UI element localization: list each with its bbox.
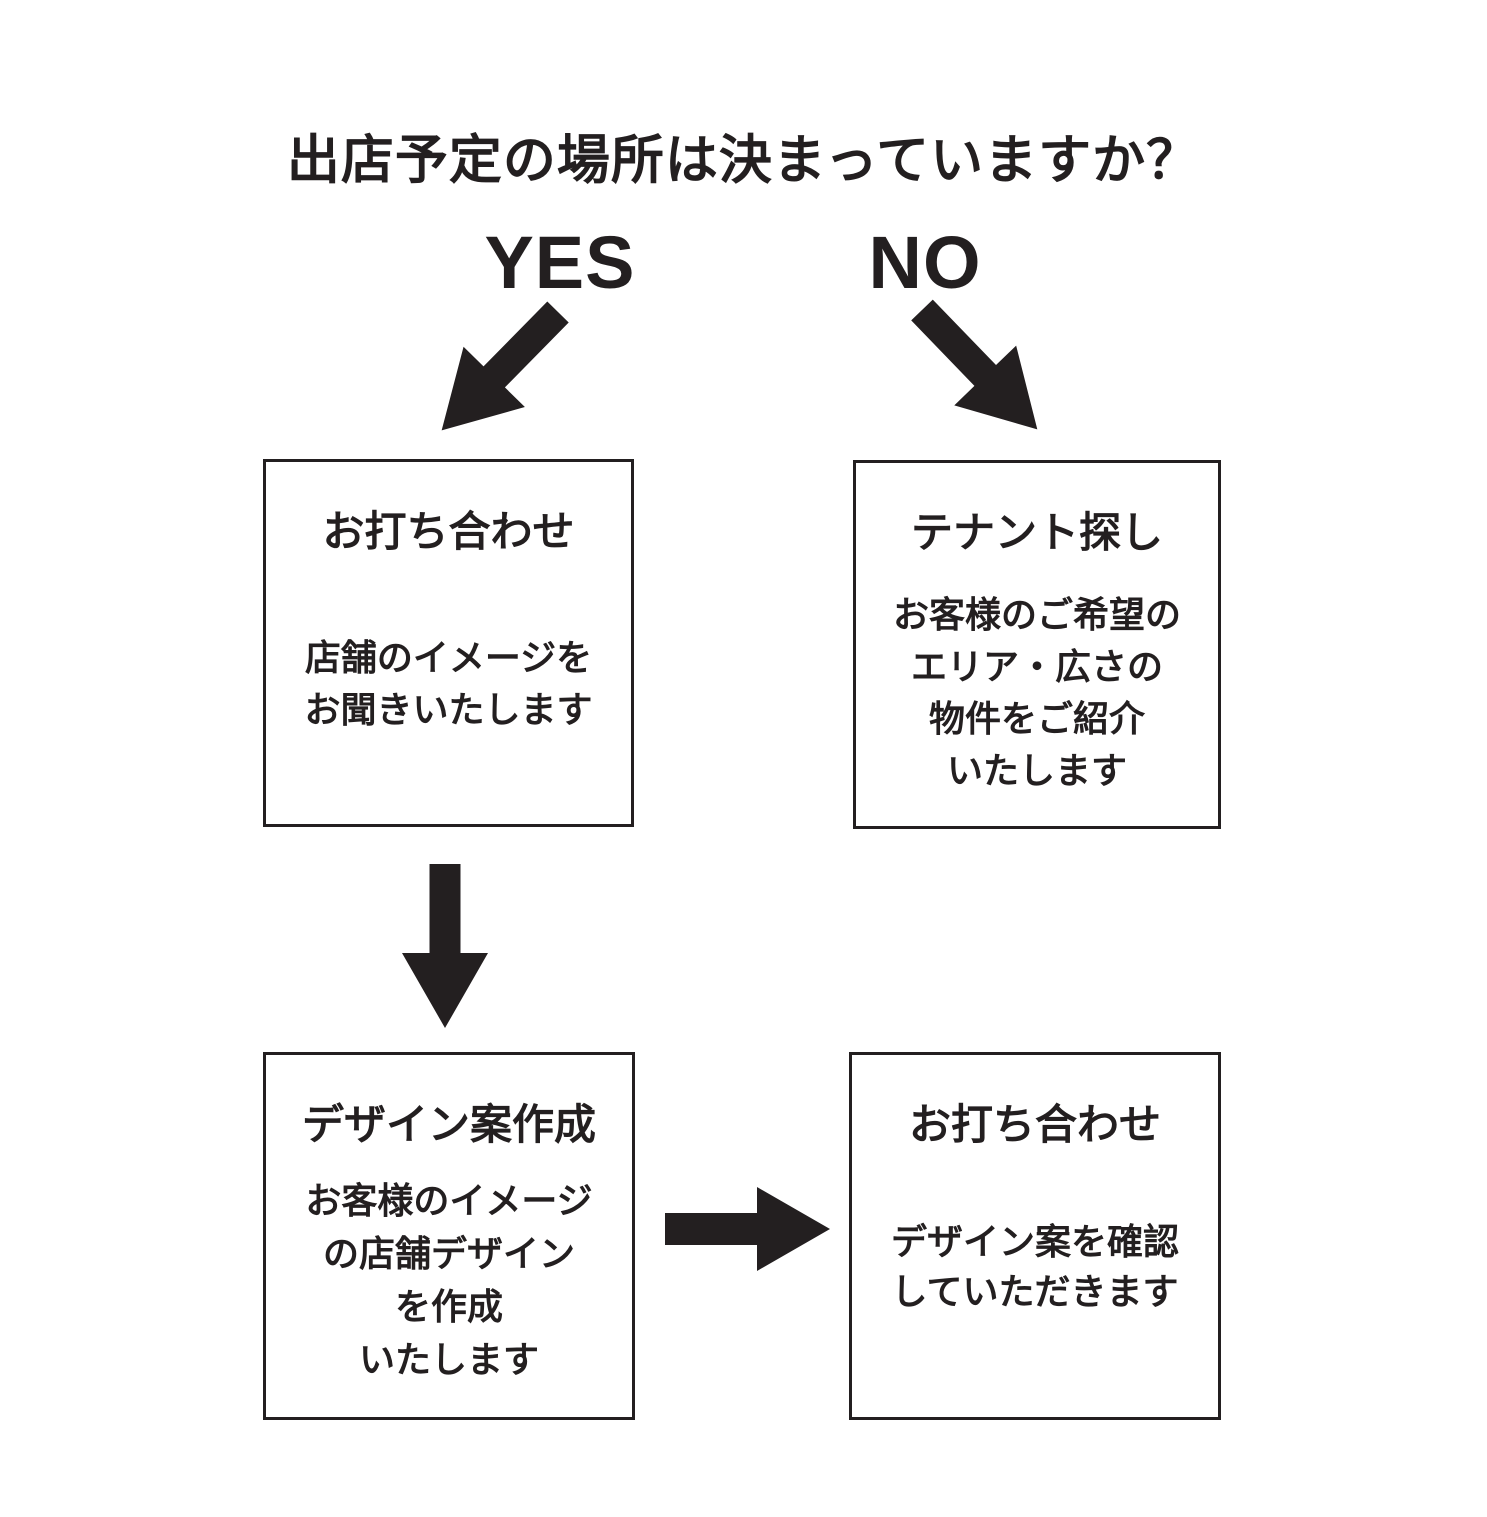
right-arrow-icon xyxy=(665,1187,830,1271)
down-arrow-shape xyxy=(402,864,488,1028)
box-title: お打ち合わせ xyxy=(322,508,575,555)
box-title: デザイン案作成 xyxy=(301,1101,596,1148)
body-line: お客様のイメージ xyxy=(305,1180,593,1221)
body-line: の店舗デザイン xyxy=(322,1233,575,1274)
box-title: お打ち合わせ xyxy=(908,1101,1161,1148)
no-arrow-shape xyxy=(911,299,1038,430)
box-body: デザイン案を確認 していただきます xyxy=(852,1217,1218,1317)
box-title: テナント探し xyxy=(910,509,1163,556)
box-body: 店舗のイメージを お聞きいたします xyxy=(266,632,631,736)
no-diagonal-arrow-icon xyxy=(911,299,1038,430)
yes-label: YES xyxy=(484,221,636,304)
body-line: していただきます xyxy=(891,1271,1179,1312)
body-line: デザイン案を確認 xyxy=(890,1221,1179,1262)
right-arrow-shape xyxy=(665,1187,830,1271)
body-line: お客様のご希望の xyxy=(892,594,1181,635)
no-label: NO xyxy=(868,221,982,304)
body-line: いたします xyxy=(358,1339,539,1380)
yes-diagonal-arrow-icon xyxy=(441,301,569,431)
box-body: お客様のご希望の エリア・広さの 物件をご紹介 いたします xyxy=(856,589,1218,797)
flow-box-design-draft: デザイン案作成 お客様のイメージ の店舗デザイン を作成 いたします xyxy=(263,1052,635,1420)
flow-box-meeting-2: お打ち合わせ デザイン案を確認 していただきます xyxy=(849,1052,1221,1420)
body-line: エリア・広さの xyxy=(910,646,1163,687)
flow-box-meeting-1: お打ち合わせ 店舗のイメージを お聞きいたします xyxy=(263,459,634,827)
flow-box-tenant-search: テナント探し お客様のご希望の エリア・広さの 物件をご紹介 いたします xyxy=(853,460,1221,829)
page-title: 出店予定の場所は決まっていますか？ xyxy=(286,131,1201,190)
body-line: いたします xyxy=(946,750,1127,791)
body-line: お聞きいたします xyxy=(304,689,593,730)
down-arrow-icon xyxy=(402,864,488,1028)
body-line: を作成 xyxy=(394,1286,503,1327)
body-line: 物件をご紹介 xyxy=(928,698,1145,739)
box-body: お客様のイメージ の店舗デザイン を作成 いたします xyxy=(266,1174,632,1386)
body-line: 店舗のイメージを xyxy=(304,637,593,678)
yes-arrow-shape xyxy=(441,301,569,431)
